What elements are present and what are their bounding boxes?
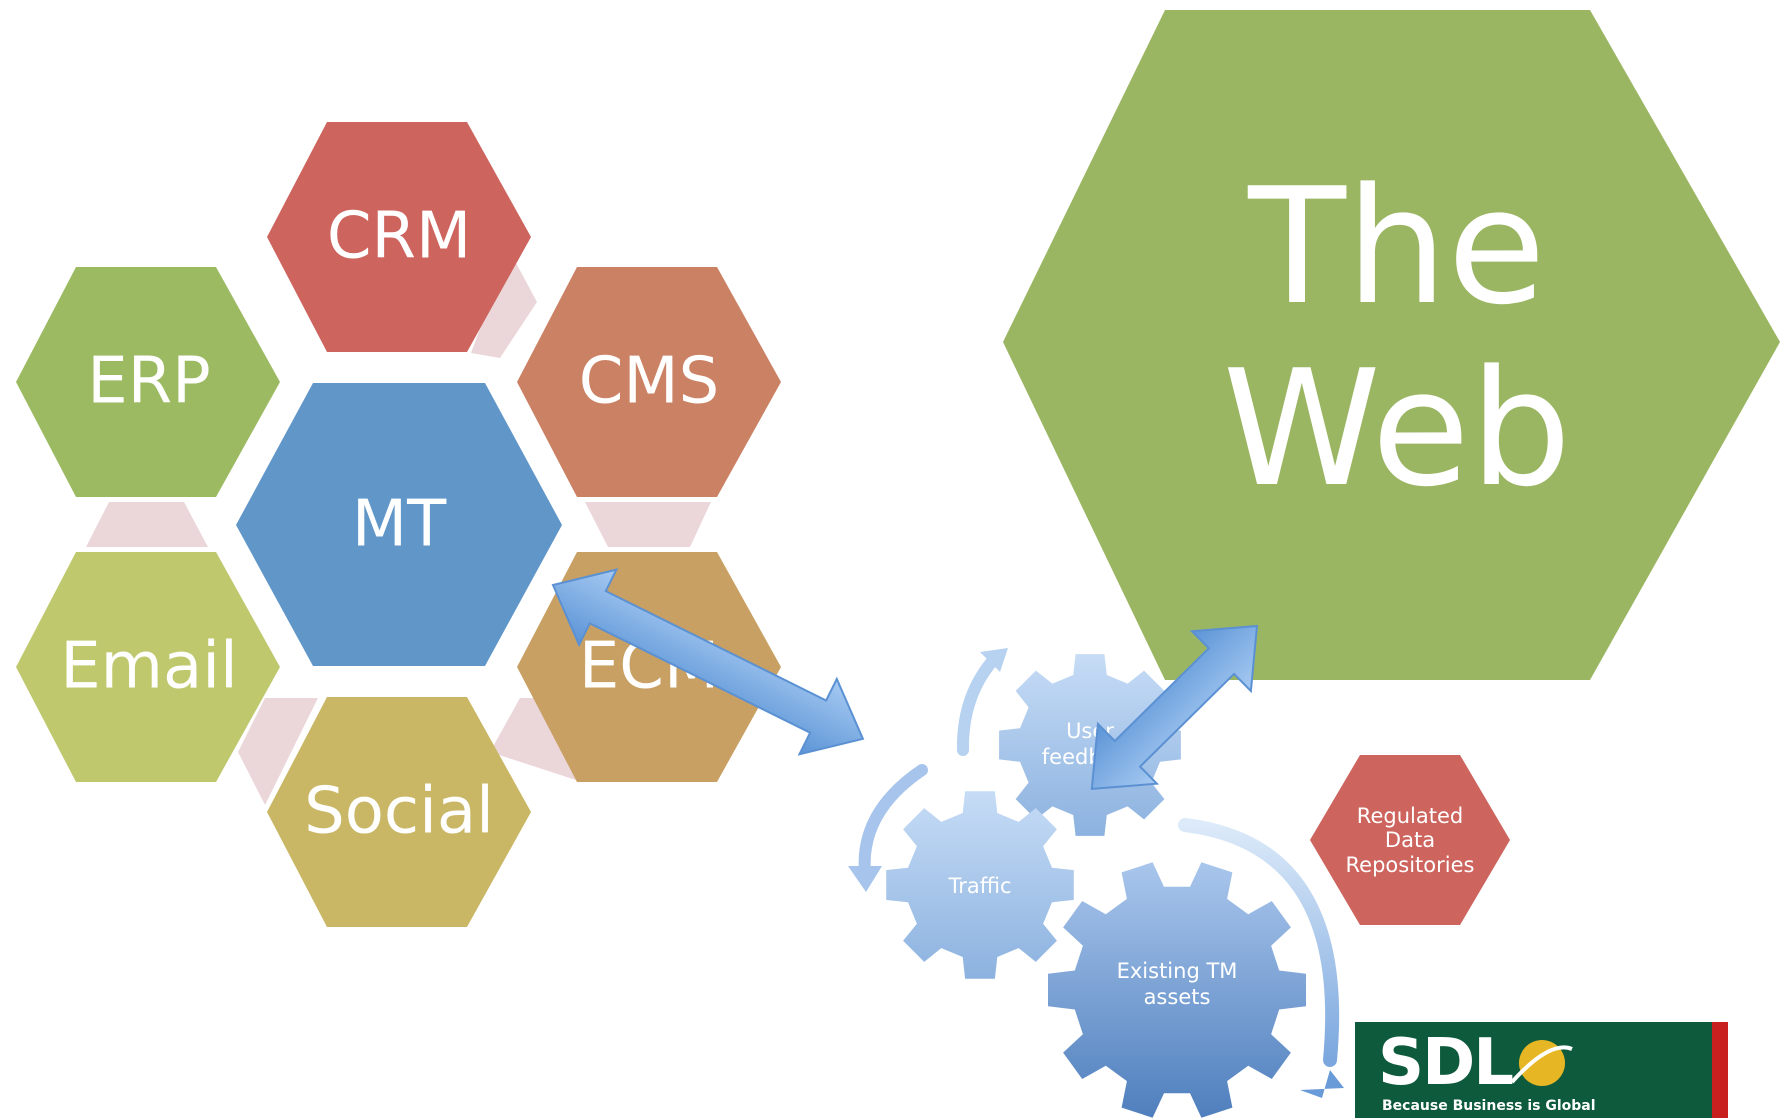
curve-arrowhead-top	[980, 648, 1008, 672]
gear-user-feedback[interactable]	[999, 654, 1181, 836]
sdl-logo-swoosh	[1510, 1045, 1573, 1084]
hex-mt[interactable]: MT	[236, 383, 562, 666]
hex-email-label: Email	[60, 630, 238, 704]
hex-crm-label: CRM	[327, 200, 471, 274]
arrow-web-to-cycle	[1090, 624, 1259, 790]
curve-arrow-left	[858, 764, 928, 878]
gear-existing-tm[interactable]	[1048, 862, 1306, 1118]
hex-erp[interactable]: ERP	[16, 267, 280, 497]
gear-uf-shape	[999, 654, 1181, 836]
gear-tm-shape	[1048, 862, 1306, 1118]
hex-web-line2: Web	[1223, 335, 1572, 522]
sdl-logo-tagline: Because Business is Global	[1382, 1098, 1596, 1114]
connector-cms-ecm	[585, 502, 711, 547]
hex-erp-label: ERP	[87, 345, 211, 419]
sdl-logo-globe-icon	[1519, 1040, 1565, 1086]
connector-erp-email	[86, 502, 208, 547]
hex-the-web[interactable]: The Web	[1003, 10, 1780, 680]
hex-regulated-line3: Repositories	[1346, 853, 1475, 877]
cycle-arrows	[848, 648, 1344, 1098]
hex-cms[interactable]: CMS	[517, 267, 781, 497]
curve-arrow-right	[1178, 818, 1340, 1067]
connector-email-social	[238, 698, 318, 805]
gear-existing-tm-line2: assets	[1144, 985, 1211, 1009]
hex-cms-label: CMS	[579, 345, 720, 419]
sdl-logo: SDL Because Business is Global	[1355, 1022, 1728, 1118]
sdl-logo-brand: SDL	[1378, 1026, 1513, 1100]
curve-arrow-top	[956, 652, 1001, 756]
gear-existing-tm-line1: Existing TM	[1117, 959, 1238, 983]
gear-traffic[interactable]	[886, 791, 1074, 979]
curve-arrowhead-left	[848, 866, 882, 892]
hex-social-label: Social	[304, 775, 494, 849]
gear-tr-shape	[886, 791, 1074, 979]
hex-mt-label: MT	[352, 488, 447, 562]
hex-email[interactable]: Email	[16, 552, 280, 782]
gear-traffic-line1: Traffic	[947, 874, 1011, 898]
connector-crm-cms	[471, 250, 537, 358]
arrow-mt-to-cycle	[551, 568, 865, 756]
hex-web-line1: The	[1247, 153, 1546, 340]
hex-regulated-line2: Data	[1385, 828, 1435, 852]
hex-regulated-data[interactable]: Regulated Data Repositories	[1310, 755, 1510, 925]
curve-arrowhead-right	[1300, 1070, 1344, 1098]
hex-regulated-line1: Regulated	[1357, 804, 1463, 828]
hex-crm[interactable]: CRM	[267, 122, 531, 352]
hex-social[interactable]: Social	[267, 697, 531, 927]
